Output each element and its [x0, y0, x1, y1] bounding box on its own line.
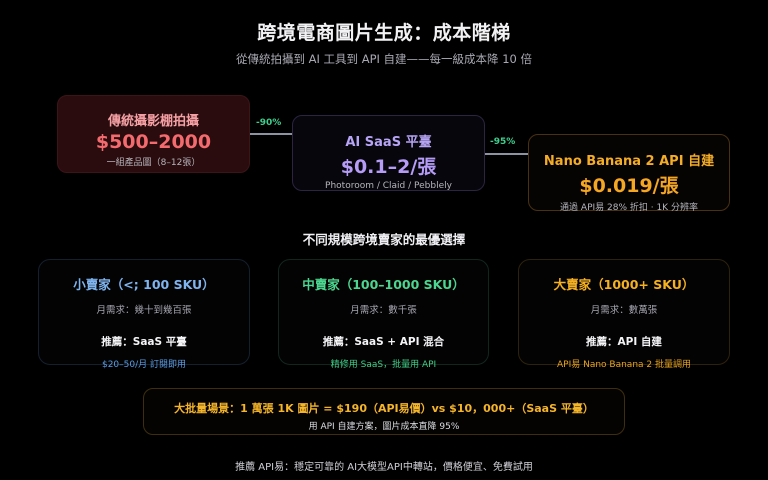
tier-note: 通過 API易 28% 折扣 · 1K 分辨率: [560, 203, 698, 213]
segment-demand: 月需求：幾十到幾百張: [96, 305, 192, 316]
segment-recommendation: 推薦：SaaS + API 混合: [322, 336, 445, 348]
segment-title: 大賣家（1000+ SKU）: [553, 277, 695, 292]
callout-sub: 用 API 自建方案，圖片成本直降 95%: [308, 422, 460, 432]
segment-recommendation: 推薦：SaaS 平臺: [101, 336, 187, 348]
connector-line-1: [250, 133, 292, 135]
segment-recommendation: 推薦：API 自建: [586, 336, 662, 348]
connector-label-2: -95%: [490, 137, 516, 147]
tier-price: $0.019/張: [579, 175, 679, 197]
section-title: 不同規模跨境賣家的最優選擇: [302, 232, 466, 247]
page-title: 跨境電商圖片生成：成本階梯: [257, 22, 511, 44]
tier-card-saas: AI SaaS 平臺 $0.1–2/張 Photoroom / Claid / …: [292, 115, 485, 191]
connector-label-1: -90%: [256, 118, 282, 128]
tier-note: Photoroom / Claid / Pebblely: [325, 181, 452, 191]
page-subtitle: 從傳統拍攝到 AI 工具到 API 自建——每一級成本降 10 倍: [235, 52, 533, 66]
tier-note: 一組產品圖（8–12張）: [106, 158, 201, 168]
segment-title: 中賣家（100–1000 SKU）: [302, 277, 465, 292]
segment-detail: API易 Nano Banana 2 批量調用: [557, 360, 691, 370]
callout-main: 大批量場景：1 萬張 1K 圖片 = $190（API易價）vs $10，000…: [174, 402, 594, 415]
tier-title: AI SaaS 平臺: [345, 135, 432, 150]
segment-demand: 月需求：數萬張: [590, 305, 658, 316]
segment-card-large: 大賣家（1000+ SKU） 月需求：數萬張 推薦：API 自建 API易 Na…: [518, 259, 730, 370]
tier-price: $0.1–2/張: [340, 156, 437, 178]
segment-detail: $20–50/月 訂閱即用: [101, 360, 187, 370]
segment-card-small: 小賣家（<; 100 SKU） 月需求：幾十到幾百張 推薦：SaaS 平臺 $2…: [38, 259, 250, 370]
footer-recommendation: 推薦 API易：穩定可靠的 AI大模型API中轉站，價格便宜、免費試用: [235, 462, 533, 473]
tier-title: 傳統攝影棚拍攝: [107, 114, 199, 129]
segment-detail: 精修用 SaaS，批量用 API: [330, 360, 437, 370]
segment-card-medium: 中賣家（100–1000 SKU） 月需求：數千張 推薦：SaaS + API …: [278, 259, 489, 370]
tier-price: $500–2000: [95, 131, 212, 153]
segment-demand: 月需求：數千張: [350, 305, 417, 316]
tier-card-api: Nano Banana 2 API 自建 $0.019/張 通過 API易 28…: [528, 134, 730, 213]
tier-card-studio: 傳統攝影棚拍攝 $500–2000 一組產品圖（8–12張）: [57, 95, 250, 173]
connector-line-2: [485, 153, 528, 155]
segment-title: 小賣家（<; 100 SKU）: [73, 277, 215, 292]
bulk-scenario-callout: 大批量場景：1 萬張 1K 圖片 = $190（API易價）vs $10，000…: [143, 388, 625, 435]
tier-title: Nano Banana 2 API 自建: [543, 154, 715, 169]
